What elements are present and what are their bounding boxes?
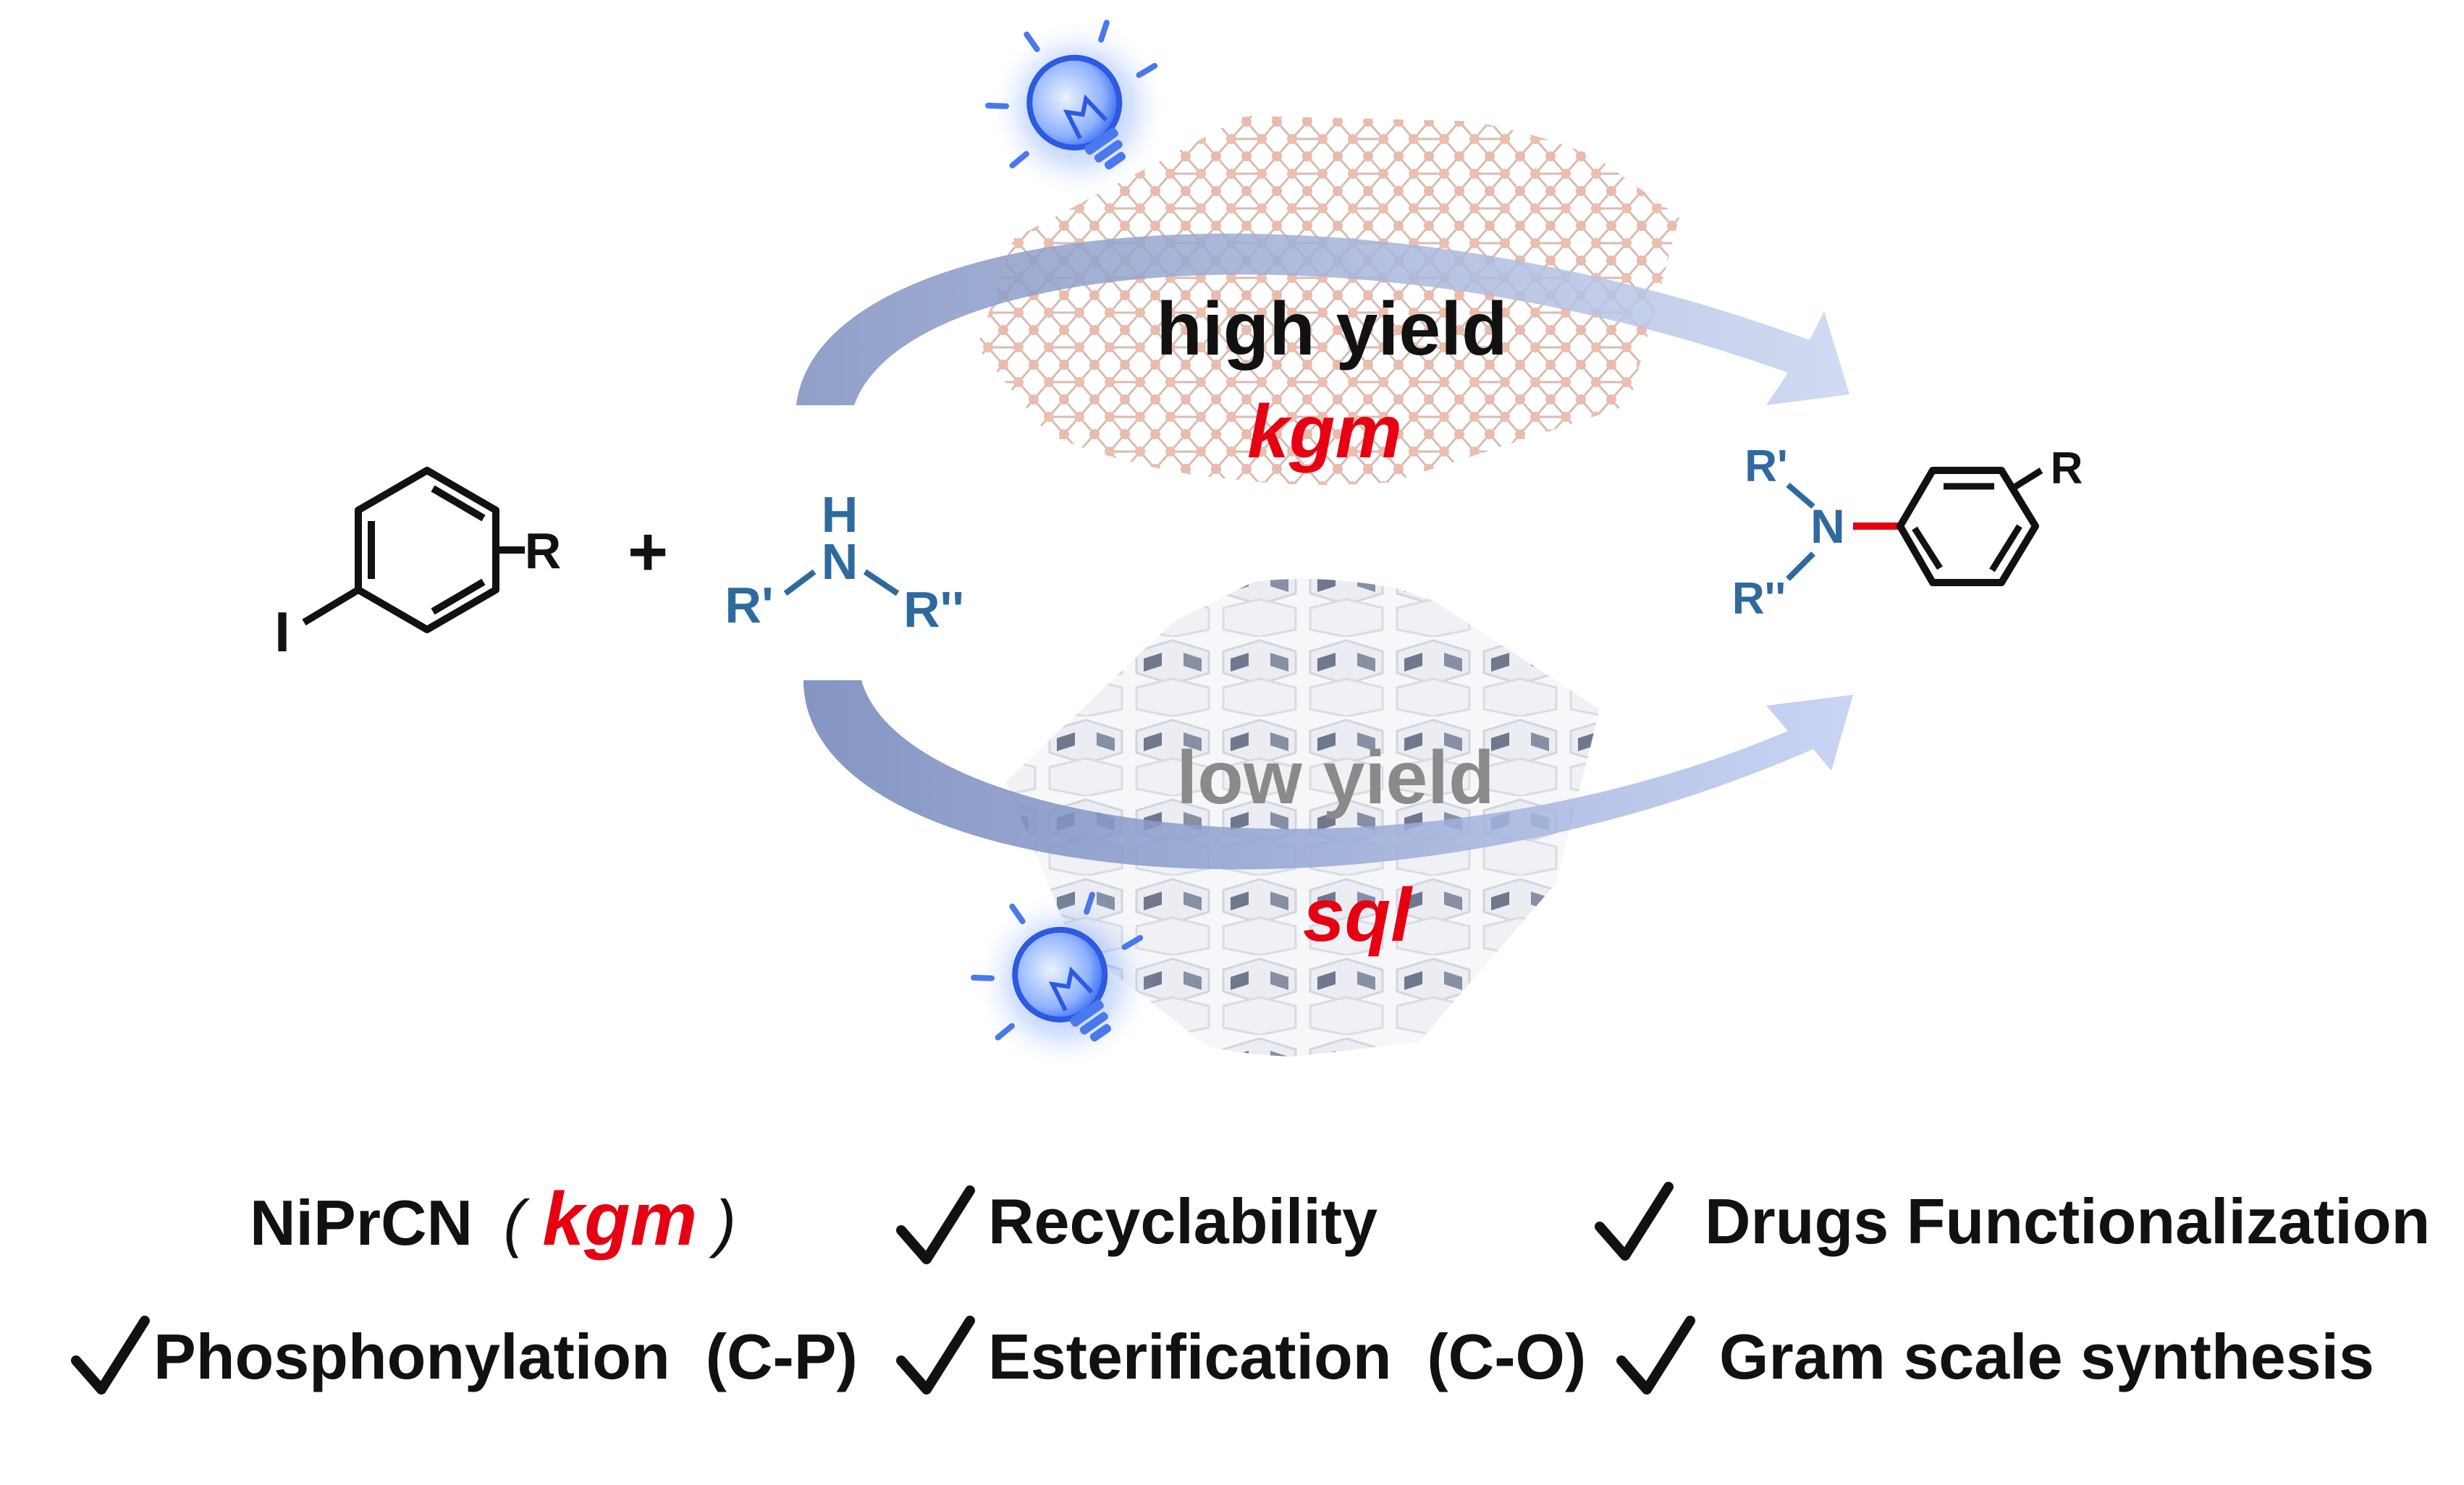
top-yield-label: high yield xyxy=(1156,287,1507,371)
catalyst-name: NiPrCN xyxy=(250,1187,473,1258)
feature-item: Recyclability xyxy=(896,1185,1377,1264)
feature-label: Gram scale synthesis xyxy=(1719,1321,2374,1392)
svg-text:NiPrCN ( kgm: NiPrCN ( kgm ) xyxy=(250,1177,736,1261)
feature-label: Phosphonylation (C-P) xyxy=(153,1321,858,1392)
catalyst-topology: kgm xyxy=(542,1177,697,1261)
light-bulb-icon xyxy=(971,890,1155,1071)
arylamine-product-structure: R' N R'' R xyxy=(1732,441,2083,624)
check-icon xyxy=(896,1316,975,1395)
product-substituent-label: R xyxy=(2051,444,2083,494)
amine-n-label: N xyxy=(822,533,858,590)
bottom-yield-label: low yield xyxy=(1176,736,1494,820)
top-topology-label: kgm xyxy=(1247,390,1402,474)
aryl-iodide-structure: I R xyxy=(274,467,562,664)
catalyst-close-paren: ) xyxy=(709,1187,736,1258)
secondary-amine-structure: H N R' R'' xyxy=(725,486,964,638)
feature-item: Gram scale synthesis xyxy=(1616,1316,2374,1395)
sql-framework-illustration xyxy=(1006,557,1600,1064)
check-icon xyxy=(1595,1182,1674,1261)
feature-item: Drugs Functionalization xyxy=(1595,1182,2430,1261)
check-icon xyxy=(1616,1316,1695,1395)
product-r1-label: R' xyxy=(1744,441,1788,491)
feature-label: Drugs Functionalization xyxy=(1705,1185,2430,1257)
amine-r1-label: R' xyxy=(725,577,773,633)
product-r2-label: R'' xyxy=(1732,574,1786,624)
feature-item: Esterification (C-O) xyxy=(896,1316,1586,1395)
kgm-framework-illustration xyxy=(977,116,1679,492)
light-bulb-icon xyxy=(985,18,1169,199)
leaving-group-label: I xyxy=(274,600,290,664)
feature-item: Phosphonylation (C-P) xyxy=(71,1316,858,1395)
plus-sign: + xyxy=(628,513,668,591)
bottom-pathway-arrow xyxy=(803,680,1853,870)
product-n-label: N xyxy=(1810,499,1845,553)
catalyst-open-paren: ( xyxy=(504,1187,531,1258)
top-pathway-arrow xyxy=(796,233,1849,405)
check-icon xyxy=(71,1316,150,1395)
feature-label: Recyclability xyxy=(988,1185,1377,1257)
catalyst-label: NiPrCN ( kgm ) xyxy=(250,1177,736,1261)
check-icon xyxy=(896,1185,975,1264)
amine-r2-label: R'' xyxy=(903,581,964,638)
substituent-label: R xyxy=(525,522,562,579)
feature-label: Esterification (C-O) xyxy=(988,1321,1586,1392)
amine-h-label: H xyxy=(822,486,858,543)
bottom-topology-label: sql xyxy=(1303,873,1413,957)
